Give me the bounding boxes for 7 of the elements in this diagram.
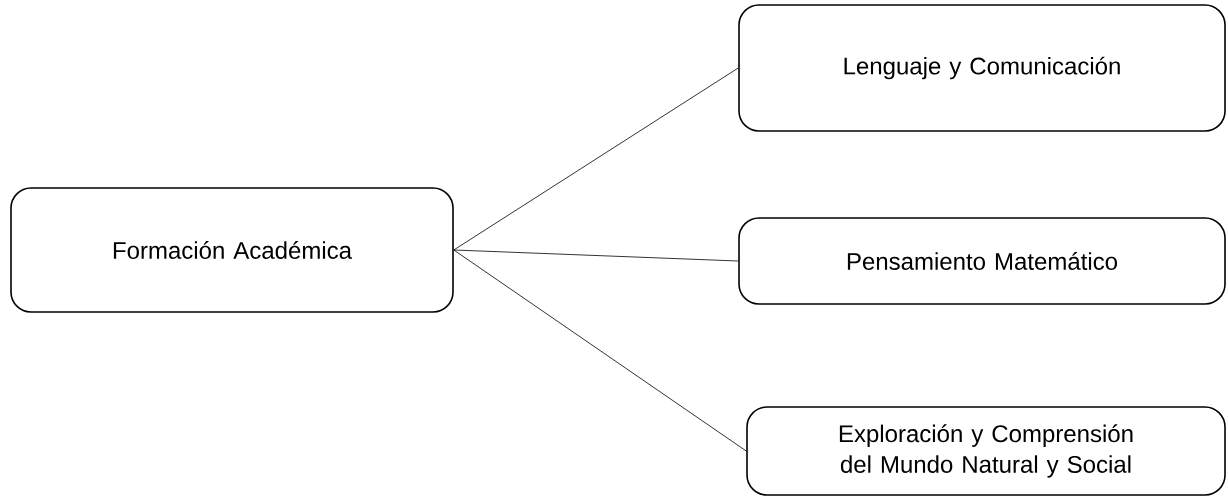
topic-box: Formación Académica [10, 187, 454, 313]
connector-line [453, 249, 739, 262]
connector-line [453, 67, 739, 251]
topic-box: Pensamiento Matemático [738, 217, 1226, 305]
connector-line [453, 249, 747, 452]
topic-box: Exploración y Comprensión del Mundo Natural y Social [746, 406, 1226, 496]
topic-box: Lenguaje y Comunicación [738, 4, 1226, 132]
